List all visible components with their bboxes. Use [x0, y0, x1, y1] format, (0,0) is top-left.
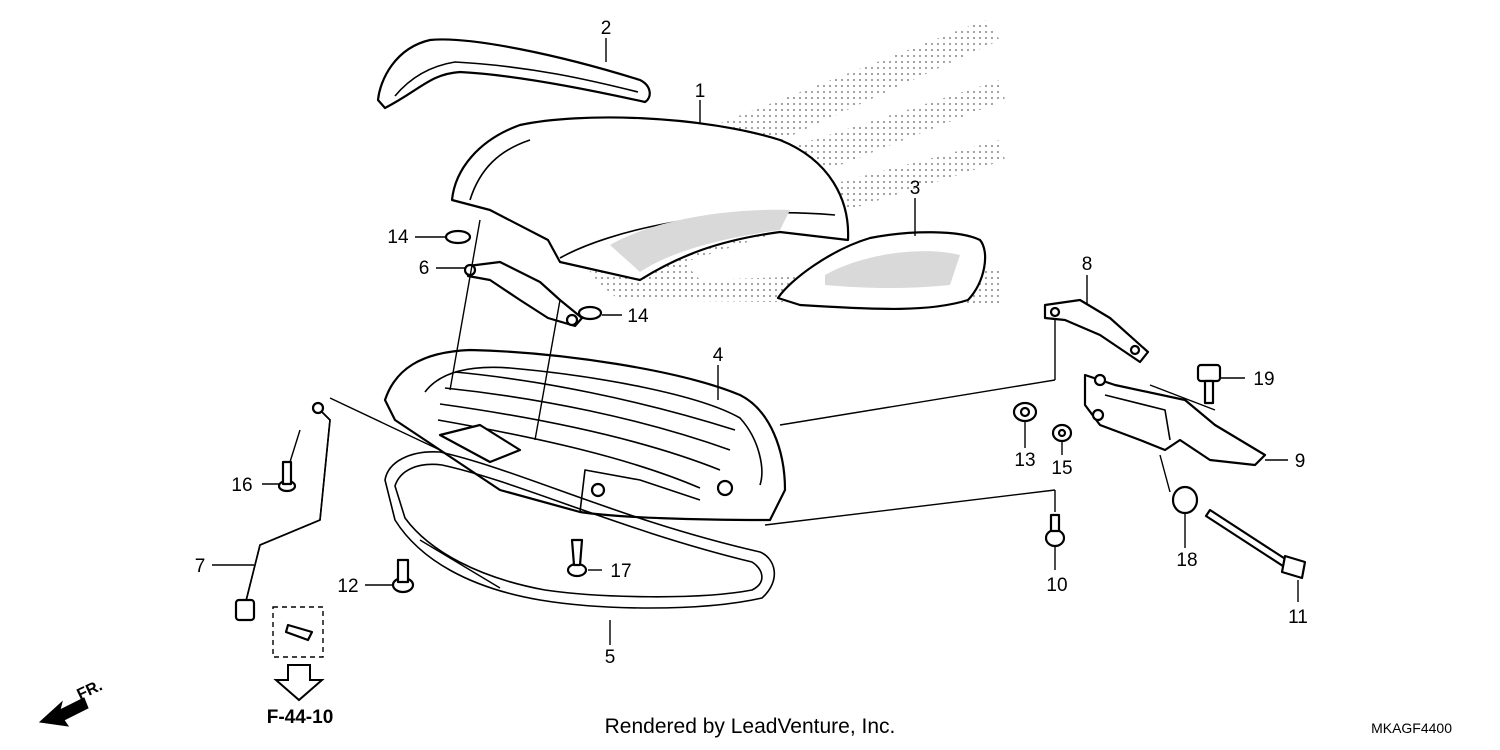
callout-19[interactable]: 19 — [1253, 369, 1274, 390]
front-direction-indicator: FR. — [38, 677, 106, 727]
callout-2[interactable]: 2 — [601, 18, 612, 39]
part-15-washer[interactable] — [1051, 423, 1073, 443]
front-direction-label: FR. — [75, 677, 106, 703]
callout-5[interactable]: 5 — [605, 647, 616, 668]
callout-1[interactable]: 1 — [695, 81, 706, 102]
part-16-screw[interactable] — [277, 460, 297, 493]
callout-8[interactable]: 8 — [1082, 254, 1093, 275]
part-6-bracket[interactable] — [463, 260, 584, 328]
part-5-seal[interactable] — [384, 451, 776, 609]
part-17-screw[interactable] — [566, 538, 588, 578]
part-18-washer[interactable] — [1171, 485, 1199, 515]
callout-16[interactable]: 16 — [231, 475, 252, 496]
callout-18[interactable]: 18 — [1176, 550, 1197, 571]
part-14-clips[interactable] — [444, 229, 603, 321]
reference-arrow-icon — [273, 664, 325, 702]
callout-17[interactable]: 17 — [610, 561, 631, 582]
part-11-long-bolt[interactable] — [1204, 508, 1307, 580]
diagram-code: MKAGF4400 — [1371, 720, 1452, 736]
callout-4[interactable]: 4 — [713, 345, 724, 366]
callout-7[interactable]: 7 — [195, 556, 206, 577]
part-1-lid[interactable] — [450, 116, 850, 282]
callout-14-lower[interactable]: 14 — [627, 306, 649, 327]
callout-12[interactable]: 12 — [337, 576, 358, 597]
callout-3[interactable]: 3 — [910, 178, 921, 199]
part-7-stay[interactable] — [234, 401, 331, 622]
front-direction-arrow-icon — [38, 697, 89, 727]
callout-15[interactable]: 15 — [1051, 458, 1072, 479]
part-10-nut[interactable] — [1044, 513, 1066, 548]
callout-9[interactable]: 9 — [1295, 451, 1306, 472]
part-13-nut[interactable] — [1012, 401, 1038, 423]
part-8-bracket[interactable] — [1043, 298, 1150, 364]
part-9-latch-plate[interactable] — [1083, 373, 1267, 467]
callout-13[interactable]: 13 — [1014, 450, 1035, 471]
part-12-bolt[interactable] — [391, 558, 415, 594]
part-19-bolt[interactable] — [1196, 363, 1222, 405]
reference-link[interactable]: F-44-10 — [267, 664, 334, 728]
callout-10[interactable]: 10 — [1046, 575, 1067, 596]
part-2-trim[interactable] — [376, 38, 651, 110]
callout-14-upper[interactable]: 14 — [387, 227, 409, 248]
callout-11[interactable]: 11 — [1288, 607, 1308, 628]
callout-6[interactable]: 6 — [419, 258, 430, 279]
callout-labels: 1 2 3 4 5 6 7 8 9 10 11 12 13 14 14 15 1… — [195, 18, 1308, 668]
part-3-pad[interactable] — [776, 231, 987, 311]
part-4-storage-box[interactable] — [383, 348, 787, 522]
leader-lines — [212, 38, 1299, 645]
screw-detail-box — [272, 606, 324, 658]
footer-credit: Rendered by LeadVenture, Inc. — [605, 715, 896, 738]
reference-label[interactable]: F-44-10 — [267, 707, 334, 728]
